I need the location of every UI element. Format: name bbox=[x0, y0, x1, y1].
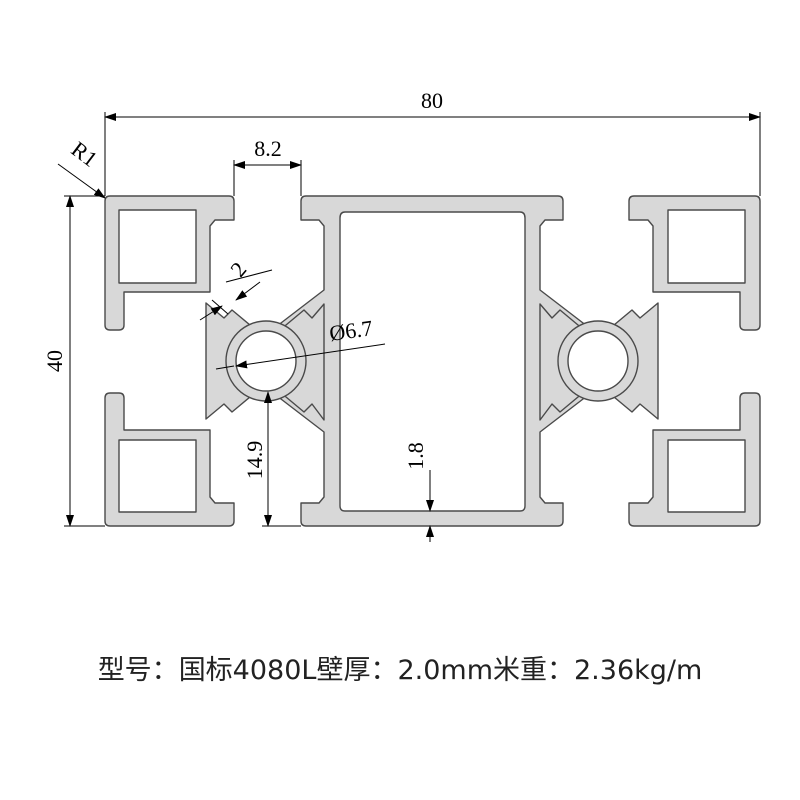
dimensions bbox=[57, 112, 761, 542]
dim-2-arrow-a bbox=[199, 305, 223, 321]
weight-value: 2.36kg/m bbox=[574, 655, 703, 686]
dim-80-label: 80 bbox=[421, 88, 443, 113]
dim-18-label: 1.8 bbox=[403, 442, 428, 470]
dim-bore-label: Ø6.7 bbox=[328, 315, 374, 346]
dim-r1-label: R1 bbox=[67, 136, 103, 171]
left-frame-bottom bbox=[104, 392, 235, 527]
dim-2-label: 2 bbox=[225, 257, 251, 281]
model-label: 型号： bbox=[97, 655, 179, 686]
weight-label: 米重： bbox=[493, 655, 574, 686]
dim-bore-leader bbox=[235, 343, 386, 369]
dim-82-label: 8.2 bbox=[254, 136, 282, 161]
model-value: 国标4080L bbox=[178, 655, 317, 686]
center-box bbox=[263, 195, 601, 527]
right-frame-bottom bbox=[628, 392, 761, 527]
dim-bore-leader-b bbox=[215, 365, 235, 370]
dim-2-line-b bbox=[225, 269, 273, 283]
right-bore bbox=[567, 330, 629, 392]
dim-149-label: 14.9 bbox=[242, 441, 267, 480]
right-frame bbox=[628, 195, 761, 331]
spec-caption: 型号：国标4080L壁厚：2.0mm米重：2.36kg/m bbox=[0, 648, 800, 687]
bores bbox=[235, 330, 629, 392]
dim-40-label: 40 bbox=[42, 350, 67, 372]
profile-shapes bbox=[104, 195, 761, 527]
wall-value: 2.0mm bbox=[397, 655, 493, 686]
dim-r1-leader bbox=[57, 163, 106, 199]
left-bore bbox=[235, 330, 297, 392]
left-frame bbox=[104, 195, 235, 331]
dim-2-arrow-b bbox=[235, 281, 261, 301]
dimension-labels: 80 8.2 40 R1 2 Ø6.7 14.9 1.8 bbox=[42, 88, 443, 479]
wall-label: 壁厚： bbox=[316, 655, 398, 686]
